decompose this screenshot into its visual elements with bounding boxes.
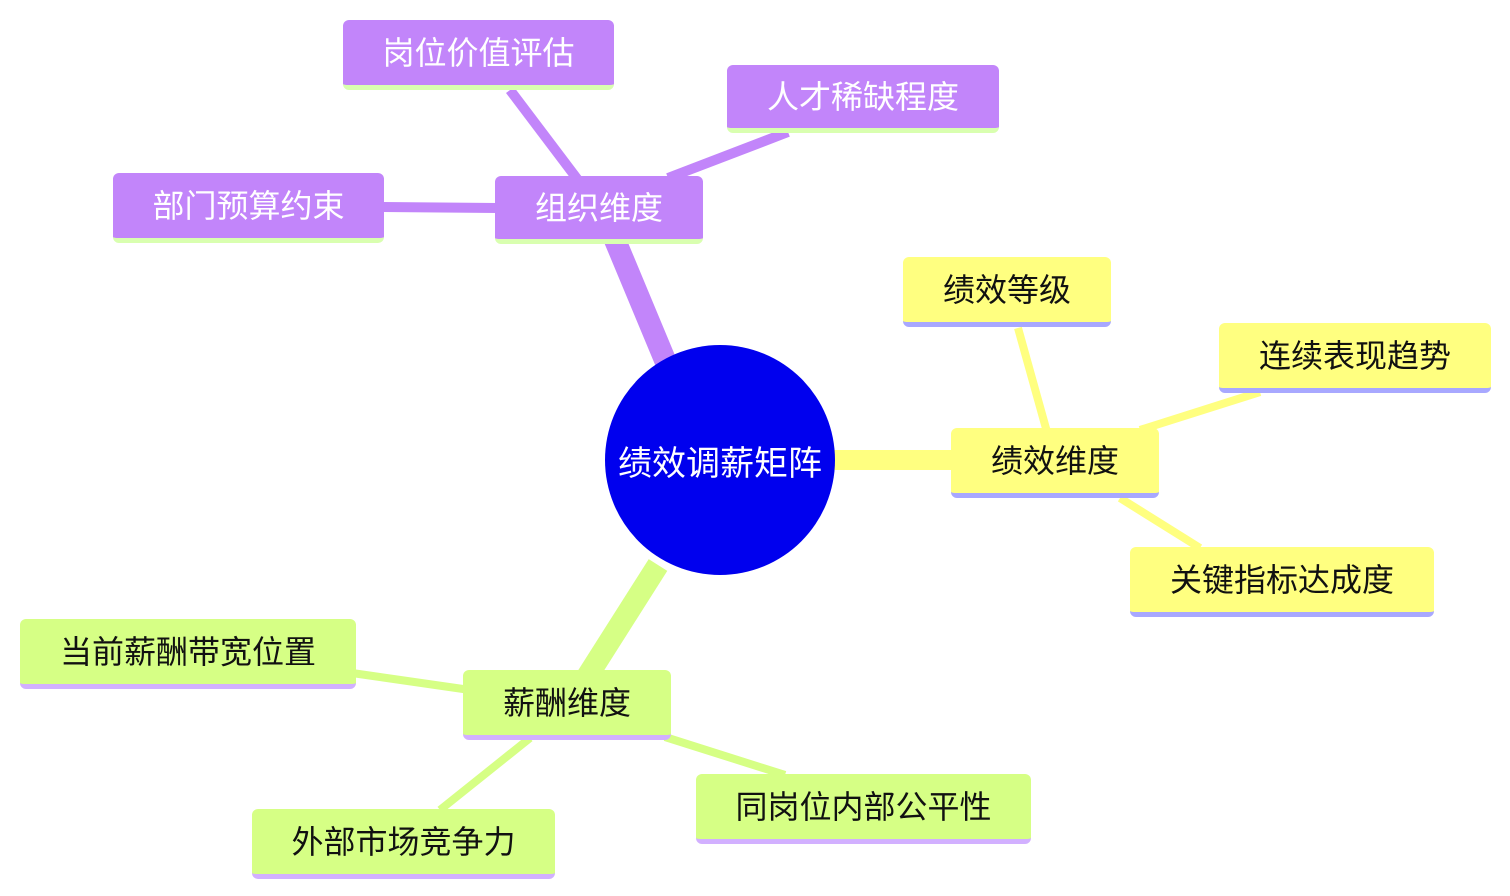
leaf-node-internal-equity-label: 同岗位内部公平性 (735, 787, 992, 826)
link-pay-market (437, 734, 533, 814)
leaf-node-dept-budget-label: 部门预算约束 (152, 186, 345, 225)
center-node[interactable]: 绩效调薪矩阵 (605, 345, 835, 575)
leaf-node-talent-scarcity-label: 人才稀缺程度 (766, 77, 959, 116)
leaf-node-talent-scarcity[interactable]: 人才稀缺程度 (727, 65, 999, 133)
leaf-node-perf-grade[interactable]: 绩效等级 (903, 257, 1111, 327)
branch-node-perf-label: 绩效维度 (990, 441, 1119, 480)
branch-node-perf[interactable]: 绩效维度 (951, 428, 1159, 498)
leaf-node-job-value-label: 岗位价值评估 (382, 33, 575, 72)
branch-node-org-label: 组织维度 (534, 188, 663, 227)
link-perf-kpi (1117, 494, 1203, 552)
link-org-job-value (506, 86, 582, 184)
leaf-node-band-position-label: 当前薪酬带宽位置 (59, 632, 316, 671)
leaf-node-perf-trend[interactable]: 连续表现趋势 (1219, 323, 1491, 393)
leaf-node-kpi-achievement-label: 关键指标达成度 (1169, 560, 1394, 599)
link-center-org (604, 229, 676, 371)
link-org-dept-budget (382, 202, 498, 213)
leaf-node-band-position[interactable]: 当前薪酬带宽位置 (20, 619, 356, 689)
leaf-node-kpi-achievement[interactable]: 关键指标达成度 (1130, 547, 1434, 617)
link-perf-grade (1014, 326, 1051, 434)
link-perf-trend (1138, 388, 1262, 434)
branch-node-pay-label: 薪酬维度 (502, 683, 631, 722)
leaf-node-perf-grade-label: 绩效等级 (942, 270, 1071, 309)
leaf-node-perf-trend-label: 连续表现趋势 (1258, 336, 1451, 375)
link-pay-internal-equity (663, 733, 787, 779)
leaf-node-internal-equity[interactable]: 同岗位内部公平性 (696, 774, 1031, 844)
leaf-node-dept-budget[interactable]: 部门预算约束 (113, 173, 384, 243)
link-org-talent-scarcity (666, 127, 790, 183)
leaf-node-market-competitiveness-label: 外部市场竞争力 (291, 822, 516, 861)
branch-node-pay[interactable]: 薪酬维度 (463, 670, 671, 740)
center-node-label: 绩效调薪矩阵 (618, 443, 822, 484)
leaf-node-job-value[interactable]: 岗位价值评估 (343, 20, 614, 90)
link-center-pay (575, 559, 668, 686)
leaf-node-market-competitiveness[interactable]: 外部市场竞争力 (252, 809, 555, 879)
link-pay-band-position (351, 669, 471, 694)
branch-node-org[interactable]: 组织维度 (495, 176, 703, 244)
